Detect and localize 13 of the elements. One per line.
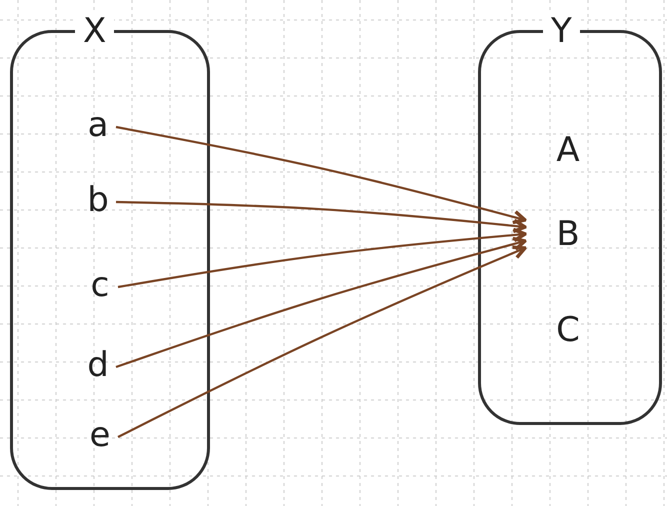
element-label: c [82,263,118,307]
arrow [116,126,527,224]
element-label: a [80,103,116,147]
arrow [118,228,527,288]
element-label: B [525,212,611,256]
element-label: C [545,308,591,352]
element-label: e [82,413,118,457]
element-label: b [80,178,116,222]
element-label: A [545,128,591,172]
element-label: d [80,343,116,387]
arrow [118,245,527,438]
arrow [116,200,527,234]
arrow [116,236,527,368]
